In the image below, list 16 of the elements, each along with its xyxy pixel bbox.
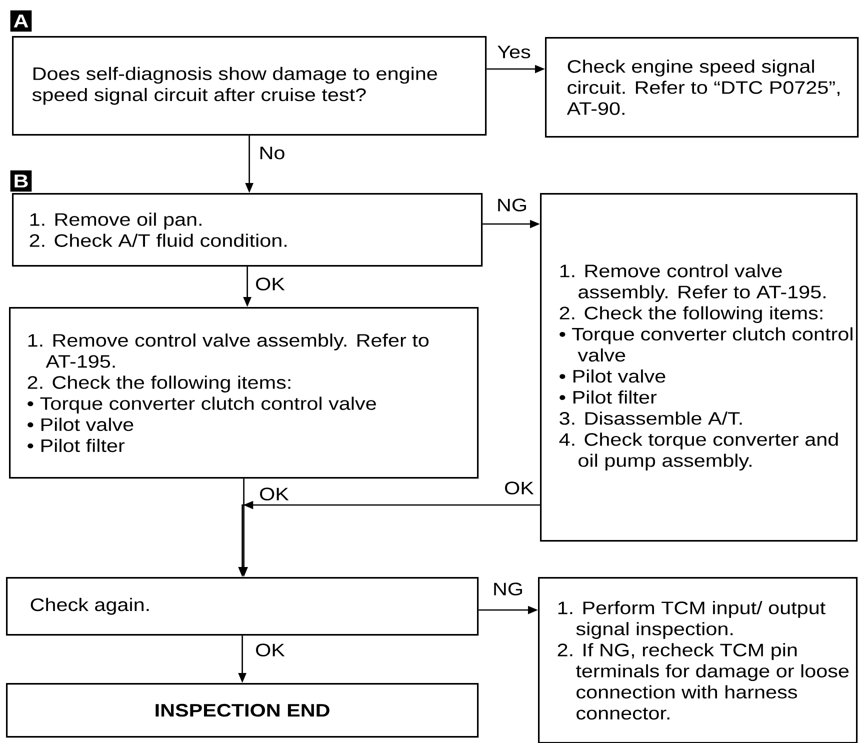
process-box: Check again. [6, 577, 479, 636]
edge-label: NG [495, 197, 529, 213]
process-box: 1. Remove control valve assembly. Refer to AT-195. 2. Check the following items: • Torque converter clutch control valve • Pilot valve • Pilot filter 3. Disassemble A/T. 4. Check torque converter and oil pump assembly. [540, 193, 858, 542]
edge-label: OK [254, 642, 286, 658]
process-box: INSPECTION END [6, 683, 479, 738]
process-box: 1. Remove control valve assembly. Refer to AT-195. 2. Check the following items: • Torque converter clutch control valve • Pilot valve • Pilot filter [9, 307, 479, 479]
edge-label: OK [254, 276, 286, 292]
process-box: Check engine speed signal circuit. Refer to “DTC P0725”, AT-90. [545, 37, 859, 138]
process-box: 1. Remove oil pan. 2. Check A/T fluid condition. [12, 193, 483, 267]
edge-label: OK [502, 480, 536, 496]
process-box: 1. Perform TCM input/ output signal inspection. 2. If NG, recheck TCM pin terminals for damage or loose connection with harness connector. [538, 577, 858, 743]
process-box: Does self-diagnosis show damage to engine speed signal circuit after cruise test? [12, 36, 487, 136]
edge-label: NG [491, 581, 525, 597]
edge-label: No [257, 145, 287, 161]
edge-label: OK [258, 486, 290, 502]
edge-label: Yes [496, 44, 532, 60]
